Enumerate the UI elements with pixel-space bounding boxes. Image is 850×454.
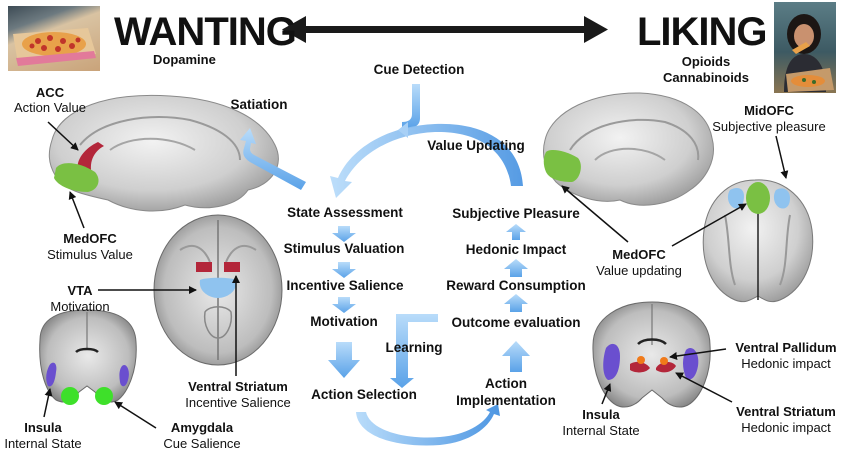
- flow-step-subjective-pleasure: Subjective Pleasure: [452, 206, 580, 221]
- midofc-region-l: [727, 188, 744, 209]
- insula-left-label: Insula: [24, 420, 62, 435]
- opioids-label: Opioids: [681, 54, 731, 69]
- up-arrow-3: [504, 294, 528, 312]
- ventral-striatum-right-label: Ventral Striatum: [736, 404, 836, 419]
- midofc-region-r: [773, 188, 790, 209]
- insula-left-region-l: [46, 362, 57, 387]
- up-arrow-4: [502, 341, 530, 372]
- medofc-right-region: [543, 150, 581, 182]
- acc-pointer-arrow: [47, 121, 79, 151]
- flow-step-state-assessment: State Assessment: [287, 205, 403, 220]
- amygdala-role-label: Cue Salience: [163, 436, 241, 451]
- amygdala-region-l: [61, 387, 79, 405]
- down-arrow-4: [328, 342, 360, 378]
- pointer-arrows: [43, 121, 789, 429]
- flow-step-stimulus-valuation: Stimulus Valuation: [283, 241, 405, 256]
- left-medial-brain: [48, 94, 279, 212]
- medofc-right-label: MedOFC: [612, 247, 666, 262]
- flow-step-action-label: Action: [485, 376, 527, 391]
- down-arrow-3: [332, 297, 356, 313]
- dopamine-label: Dopamine: [153, 52, 216, 67]
- ventral-pallidum-pointer-arrow: [669, 348, 727, 360]
- satiation-label: Satiation: [230, 97, 288, 112]
- ventral-striatum-right-role-label: Hedonic impact: [741, 420, 831, 435]
- midofc-label: MidOFC: [744, 103, 794, 118]
- pizza-box-photo: [8, 6, 100, 71]
- ventral-striatum-left-region: [196, 262, 212, 272]
- insula-right-region-l: [603, 343, 620, 380]
- ventral-striatum-right-region-l: [630, 361, 650, 373]
- flow-step-action-selection: Action Selection: [311, 387, 417, 402]
- insula-right-role-label: Internal State: [562, 423, 640, 438]
- right-ventral-brain: [702, 179, 814, 303]
- acc-role-label: Action Value: [13, 100, 87, 115]
- insula-right-region-r: [683, 347, 699, 380]
- axial-brain-slice: [153, 214, 283, 366]
- flow-step-incentive-salience: Incentive Salience: [286, 278, 404, 293]
- ventral-striatum-left-role-label: Incentive Salience: [185, 395, 291, 410]
- insula-left-pointer-arrow: [43, 388, 53, 418]
- medofc-left-pointer-arrow: [68, 191, 85, 229]
- ventral-striatum-right-pointer-arrow: [675, 372, 733, 403]
- medofc-left-role-label: Stimulus Value: [47, 247, 133, 262]
- amygdala-region-r: [95, 387, 113, 405]
- medofc-left-label: MedOFC: [63, 231, 117, 246]
- acc-label: ACC: [35, 85, 65, 100]
- ventral-pallidum-label: Ventral Pallidum: [735, 340, 837, 355]
- flow-step-reward-consumption: Reward Consumption: [446, 278, 586, 293]
- medofc-left-region: [54, 163, 99, 192]
- vta-label: VTA: [67, 283, 93, 298]
- down-arrow-1: [332, 226, 356, 242]
- person-icon: [784, 14, 834, 92]
- insula-left-role-label: Internal State: [4, 436, 82, 451]
- cannabinoids-label: Cannabinoids: [663, 70, 749, 85]
- ventral-striatum-right-region-r: [656, 362, 676, 373]
- flow-step-motivation: Motivation: [310, 314, 378, 329]
- flow-arrows: [240, 84, 530, 446]
- midofc-pointer-arrow: [775, 135, 789, 179]
- flow-step-hedonic-impact: Hedonic Impact: [465, 242, 567, 257]
- flow-step-outcome-evaluation: Outcome evaluation: [451, 315, 581, 330]
- right-coronal-slice: [592, 301, 711, 408]
- woman-eating-pizza-photo: [774, 2, 836, 93]
- right-medial-brain: [542, 92, 714, 206]
- flow-step-implementation-label: Implementation: [456, 393, 556, 408]
- up-arrow-1: [506, 224, 526, 240]
- pizza-icon: [13, 28, 96, 66]
- ventral-striatum-left-label: Ventral Striatum: [188, 379, 288, 394]
- ventral-pallidum-role-label: Hedonic impact: [741, 356, 831, 371]
- satiation-arrow: [240, 128, 306, 190]
- liking-title: LIKING: [637, 10, 768, 54]
- learning-arrow: [390, 314, 438, 388]
- up-arrow-2: [504, 259, 528, 277]
- medofc-right-pointer-arrow-1: [561, 185, 629, 243]
- midofc-role-label: Subjective pleasure: [712, 119, 826, 134]
- value-updating-arc-arrow: [330, 123, 523, 198]
- wanting-liking-double-arrow: [282, 16, 608, 43]
- vta-region: [199, 277, 237, 298]
- learning-label: Learning: [385, 340, 443, 355]
- cue-detection-arrow: [402, 84, 420, 128]
- left-coronal-slice: [39, 309, 137, 405]
- wanting-title: WANTING: [114, 10, 297, 54]
- medofc-right-role-label: Value updating: [596, 263, 682, 278]
- ventral-pallidum-region-l: [637, 356, 645, 364]
- vta-role-label: Motivation: [50, 299, 110, 314]
- insula-right-pointer-arrow: [601, 383, 612, 405]
- down-arrow-2: [332, 262, 356, 278]
- bottom-arc-arrow: [356, 404, 500, 446]
- insula-left-region-r: [119, 364, 129, 387]
- value-updating-label: Value Updating: [427, 138, 525, 153]
- amygdala-label: Amygdala: [170, 420, 234, 435]
- ventral-pallidum-region-r: [660, 357, 668, 365]
- cue-detection-label: Cue Detection: [373, 62, 465, 77]
- medofc-ventral-region: [746, 182, 770, 214]
- amygdala-pointer-arrow: [114, 401, 157, 429]
- insula-right-label: Insula: [582, 407, 620, 422]
- medofc-right-pointer-arrow-2: [671, 203, 747, 247]
